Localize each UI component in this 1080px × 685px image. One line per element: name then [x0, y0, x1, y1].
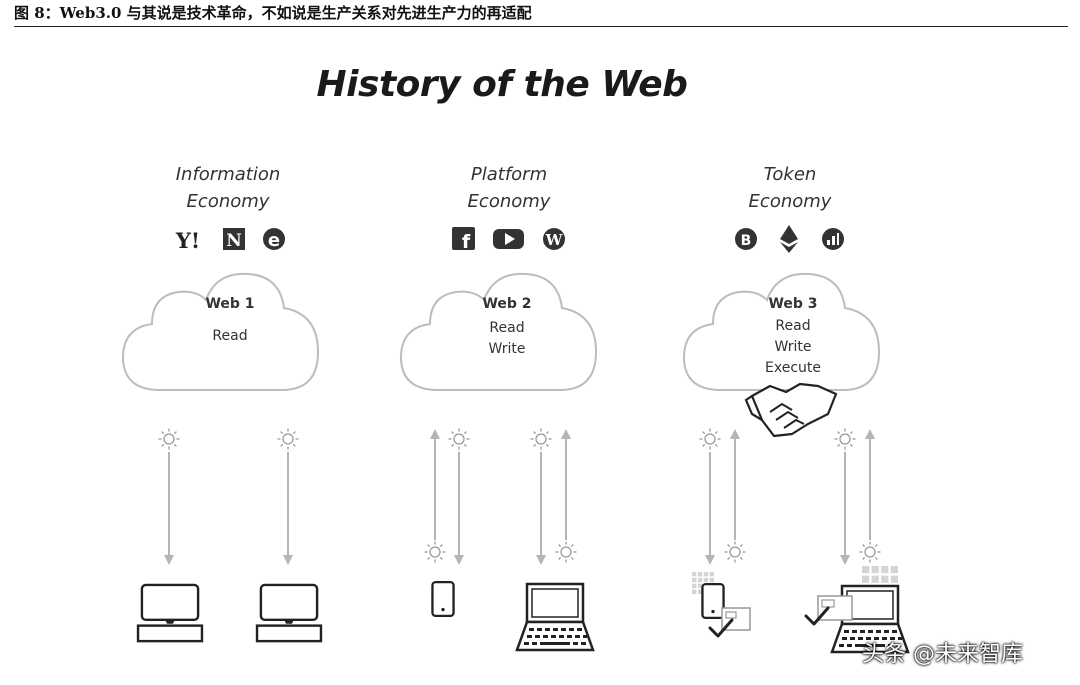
web2-node-icon — [423, 540, 447, 564]
laptop-icon — [515, 582, 595, 652]
wordpress-logo-icon: W — [543, 228, 565, 250]
web3-node-icon — [723, 540, 747, 564]
web2-node-icon — [554, 540, 578, 564]
web1-cloud-label: Web 1 Read — [170, 296, 290, 347]
svg-text:e: e — [268, 230, 280, 251]
figure-caption: 图 8：Web3.0 与其说是技术革命，不如说是生产关系对先进生产力的再适配 — [14, 4, 532, 22]
web1-node-icon — [276, 427, 300, 451]
diagram-title: History of the Web — [316, 64, 688, 105]
yahoo-logo-icon: Y! — [175, 228, 200, 253]
svg-text:N: N — [226, 231, 242, 251]
web3-capability: Execute — [765, 360, 821, 376]
ethereum-logo-icon — [780, 225, 798, 253]
svg-text:B: B — [741, 233, 752, 249]
netscape-logo-icon: N — [223, 228, 245, 251]
web3-cloud-label: Web 3 Read Write Execute — [733, 296, 853, 379]
web3-title: Web 3 — [768, 296, 818, 312]
watermark: 头条 @未来智库 — [862, 642, 1023, 667]
web3-node-icon — [698, 427, 722, 451]
svg-text:Y!: Y! — [175, 228, 200, 253]
web2-node-icon — [529, 427, 553, 451]
facebook-logo-icon: f — [452, 227, 475, 253]
web2-title: Web 2 — [482, 296, 532, 312]
web2-cloud-label: Web 2 Read Write — [447, 296, 567, 360]
web3-capability: Read — [775, 318, 811, 334]
svg-text:W: W — [545, 231, 564, 249]
checkmark-icon — [708, 618, 734, 638]
smartphone-icon — [431, 580, 455, 618]
bitcoin-logo-icon: B — [735, 228, 757, 250]
web3-node-icon — [858, 540, 882, 564]
wallet-card-icon — [817, 595, 853, 621]
web1-capability: Read — [212, 328, 248, 344]
token-chart-logo-icon — [822, 228, 844, 250]
checkmark-icon — [804, 606, 830, 626]
youtube-logo-icon — [493, 229, 524, 249]
web1-title: Web 1 — [205, 296, 255, 312]
internet-explorer-logo-icon: e — [263, 228, 285, 251]
web1-node-icon — [157, 427, 181, 451]
desktop-computer-icon — [136, 583, 204, 643]
svg-text:f: f — [462, 231, 471, 253]
web3-node-icon — [833, 427, 857, 451]
smartphone-icon — [701, 582, 725, 620]
web2-node-icon — [447, 427, 471, 451]
web3-capability: Write — [774, 339, 812, 355]
desktop-computer-icon — [255, 583, 323, 643]
web2-capability: Write — [488, 341, 526, 357]
web2-capability: Read — [489, 320, 525, 336]
handshake-icon — [744, 382, 838, 438]
caption-divider — [14, 26, 1068, 27]
